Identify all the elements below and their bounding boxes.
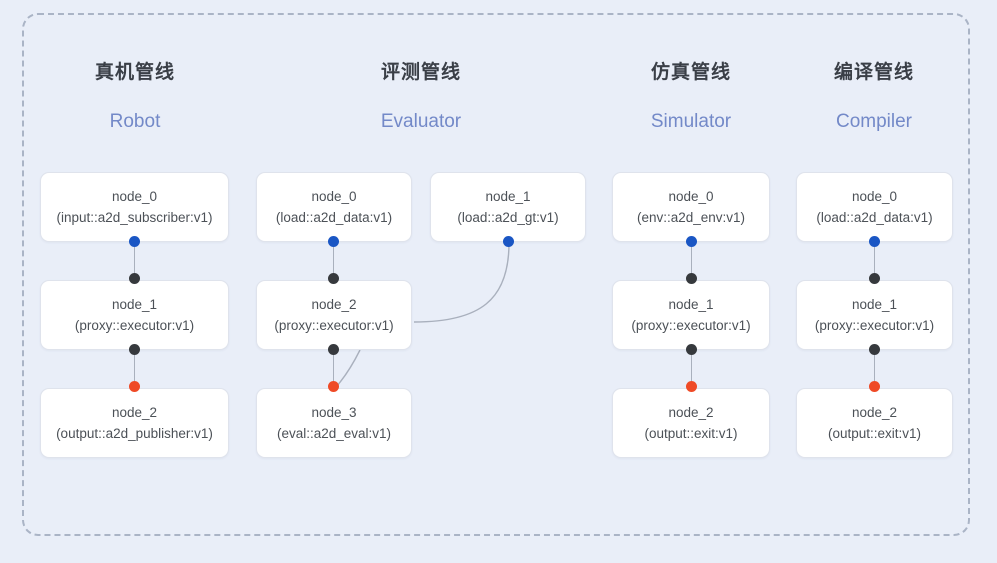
link-simulator-0-1 — [691, 241, 693, 279]
node-type: (eval::a2d_eval:v1) — [276, 426, 392, 441]
node-simulator-2[interactable]: node_2 (output::exit:v1) — [612, 388, 770, 458]
node-simulator-1[interactable]: node_1 (proxy::executor:v1) — [612, 280, 770, 350]
node-type: (output::exit:v1) — [827, 426, 922, 441]
node-compiler-0[interactable]: node_0 (load::a2d_data:v1) — [796, 172, 953, 242]
node-type: (proxy::executor:v1) — [74, 318, 195, 333]
node-evaluator-1[interactable]: node_1 (load::a2d_gt:v1) — [430, 172, 586, 242]
node-type: (proxy::executor:v1) — [631, 318, 751, 333]
node-type: (load::a2d_data:v1) — [275, 210, 393, 225]
port-output-robot-1[interactable] — [129, 344, 140, 355]
node-id: node_1 — [485, 189, 531, 204]
node-type: (proxy::executor:v1) — [274, 318, 394, 333]
node-id: node_0 — [311, 189, 357, 204]
node-type: (env::a2d_env:v1) — [636, 210, 746, 225]
port-input-evaluator-2[interactable] — [328, 273, 339, 284]
port-input-simulator-2[interactable] — [686, 381, 697, 392]
port-input-evaluator-3[interactable] — [328, 381, 339, 392]
port-output-compiler-1[interactable] — [869, 344, 880, 355]
link-robot-0-1 — [134, 241, 136, 279]
node-type: (output::exit:v1) — [644, 426, 738, 441]
node-id: node_2 — [851, 405, 898, 420]
node-evaluator-2[interactable]: node_2 (proxy::executor:v1) — [256, 280, 412, 350]
node-id: node_0 — [668, 189, 714, 204]
port-input-compiler-1[interactable] — [869, 273, 880, 284]
port-input-robot-2[interactable] — [129, 381, 140, 392]
link-compiler-1-2 — [874, 349, 876, 387]
node-id: node_2 — [311, 297, 357, 312]
node-id: node_1 — [111, 297, 158, 312]
node-robot-1[interactable]: node_1 (proxy::executor:v1) — [40, 280, 229, 350]
node-type: (output::a2d_publisher:v1) — [56, 426, 213, 441]
node-id: node_2 — [111, 405, 158, 420]
node-id: node_1 — [851, 297, 898, 312]
node-id: node_2 — [668, 405, 714, 420]
node-robot-2[interactable]: node_2 (output::a2d_publisher:v1) — [40, 388, 229, 458]
node-id: node_0 — [851, 189, 898, 204]
port-output-evaluator-2[interactable] — [328, 344, 339, 355]
link-compiler-0-1 — [874, 241, 876, 279]
node-id: node_0 — [111, 189, 158, 204]
node-id: node_1 — [668, 297, 714, 312]
node-compiler-1[interactable]: node_1 (proxy::executor:v1) — [796, 280, 953, 350]
node-evaluator-3[interactable]: node_3 (eval::a2d_eval:v1) — [256, 388, 412, 458]
port-input-simulator-1[interactable] — [686, 273, 697, 284]
node-type: (load::a2d_gt:v1) — [457, 210, 559, 225]
node-compiler-2[interactable]: node_2 (output::exit:v1) — [796, 388, 953, 458]
port-output-simulator-0[interactable] — [686, 236, 697, 247]
port-input-robot-1[interactable] — [129, 273, 140, 284]
port-output-evaluator-0[interactable] — [328, 236, 339, 247]
node-robot-0[interactable]: node_0 (input::a2d_subscriber:v1) — [40, 172, 229, 242]
port-output-robot-0[interactable] — [129, 236, 140, 247]
node-type: (input::a2d_subscriber:v1) — [56, 210, 213, 225]
link-robot-1-2 — [134, 349, 136, 387]
node-type: (proxy::executor:v1) — [814, 318, 935, 333]
node-evaluator-0[interactable]: node_0 (load::a2d_data:v1) — [256, 172, 412, 242]
port-input-compiler-2[interactable] — [869, 381, 880, 392]
node-id: node_3 — [311, 405, 357, 420]
node-simulator-0[interactable]: node_0 (env::a2d_env:v1) — [612, 172, 770, 242]
link-evaluator-0-2 — [333, 241, 335, 279]
node-type: (load::a2d_data:v1) — [816, 210, 933, 225]
port-output-compiler-0[interactable] — [869, 236, 880, 247]
port-output-simulator-1[interactable] — [686, 344, 697, 355]
link-evaluator-2-3 — [333, 349, 335, 387]
link-simulator-1-2 — [691, 349, 693, 387]
port-output-evaluator-1[interactable] — [503, 236, 514, 247]
